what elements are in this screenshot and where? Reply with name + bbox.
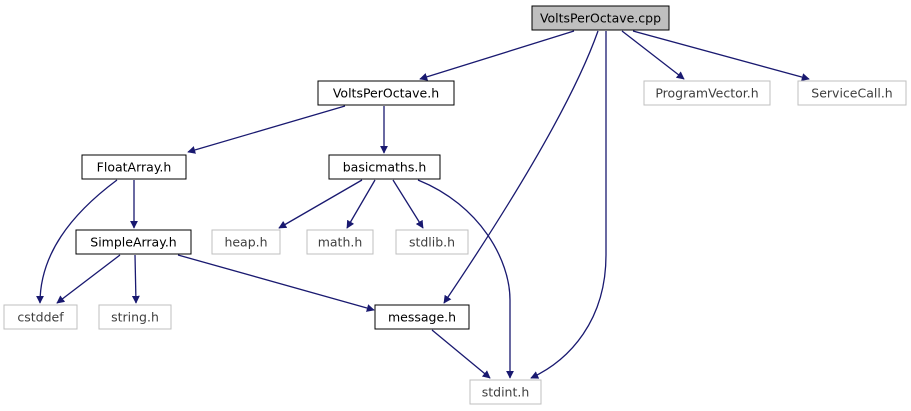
edge-message-to-stdint — [431, 329, 491, 379]
node-string: string.h — [98, 304, 172, 330]
node-label: message.h — [388, 310, 456, 325]
node-box — [531, 5, 670, 31]
node-label: string.h — [111, 310, 159, 325]
edge-volts_cpp-to-message — [443, 30, 599, 304]
node-label: SimpleArray.h — [90, 235, 176, 250]
node-box — [98, 304, 172, 330]
node-simplearray[interactable]: SimpleArray.h — [75, 229, 192, 255]
node-label: stdlib.h — [409, 235, 455, 250]
node-heap: heap.h — [211, 229, 281, 255]
node-floatarray[interactable]: FloatArray.h — [81, 154, 187, 180]
node-volts_cpp: VoltsPerOctave.cpp — [531, 5, 670, 31]
node-box — [374, 304, 470, 330]
node-label: ProgramVector.h — [655, 86, 758, 101]
node-label: ServiceCall.h — [811, 86, 892, 101]
node-label: stdint.h — [482, 385, 530, 400]
node-box — [211, 229, 281, 255]
edge-volts_cpp-to-progvec — [621, 30, 685, 80]
edge-volts_h-to-floatarray — [187, 105, 346, 154]
edge-volts_cpp-to-volts_h — [419, 30, 575, 81]
edge-basicmaths-to-stdint — [417, 179, 514, 379]
node-label: math.h — [318, 235, 363, 250]
edge-basicmaths-to-stdlib — [392, 179, 424, 229]
node-math: math.h — [306, 229, 374, 255]
node-box — [643, 80, 771, 106]
node-message[interactable]: message.h — [374, 304, 470, 330]
node-box — [75, 229, 192, 255]
node-box — [317, 80, 455, 106]
node-label: basicmaths.h — [343, 160, 427, 175]
node-cstddef: cstddef — [3, 304, 78, 330]
node-box — [81, 154, 187, 180]
node-label: VoltsPerOctave.cpp — [540, 11, 661, 26]
node-box — [395, 229, 469, 255]
edge-basicmaths-to-heap — [278, 179, 363, 229]
node-progvec: ProgramVector.h — [643, 80, 771, 106]
edge-simplearray-to-message — [177, 254, 375, 312]
node-label: VoltsPerOctave.h — [333, 86, 439, 101]
node-box — [328, 154, 441, 180]
edge-simplearray-to-string — [131, 254, 140, 304]
node-label: FloatArray.h — [97, 160, 172, 175]
edge-volts_cpp-to-stdint — [530, 31, 607, 379]
node-box — [3, 304, 78, 330]
node-box — [797, 80, 907, 106]
edge-simplearray-to-cstddef — [56, 254, 121, 304]
edge-basicmaths-to-math — [346, 179, 376, 229]
edge-volts_cpp-to-servicecall — [632, 30, 810, 81]
edges — [36, 30, 810, 379]
edge-floatarray-to-cstddef — [36, 179, 118, 304]
node-volts_h[interactable]: VoltsPerOctave.h — [317, 80, 455, 106]
node-stdlib: stdlib.h — [395, 229, 469, 255]
node-servicecall: ServiceCall.h — [797, 80, 907, 106]
node-basicmaths[interactable]: basicmaths.h — [328, 154, 441, 180]
node-box — [469, 379, 542, 405]
node-box — [306, 229, 374, 255]
node-stdint: stdint.h — [469, 379, 542, 405]
node-label: cstddef — [17, 310, 64, 325]
node-label: heap.h — [224, 235, 267, 250]
